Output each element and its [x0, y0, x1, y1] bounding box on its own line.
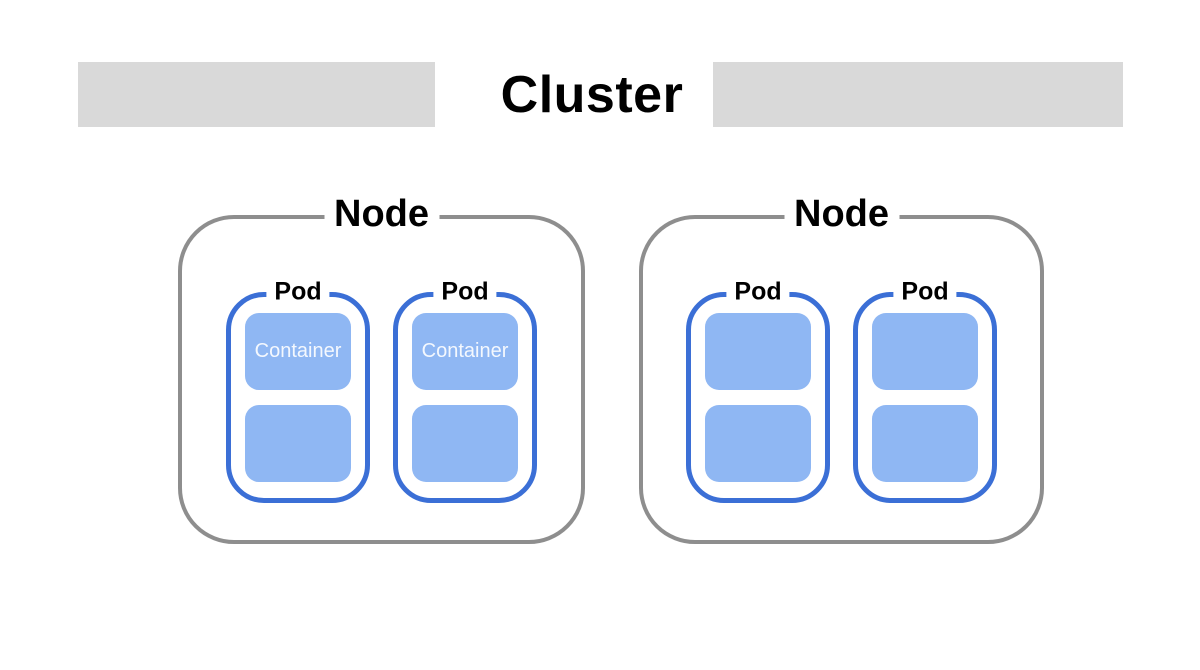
container-label: Container [254, 340, 342, 362]
pods-row: Pod Pod [643, 219, 1040, 540]
container-box [245, 405, 351, 482]
container-box [705, 313, 811, 390]
node-label: Node [324, 194, 439, 235]
title-bar-right [713, 62, 1123, 127]
pod-box: Pod [853, 278, 997, 503]
pod-box: Pod [686, 278, 830, 503]
container-box [872, 313, 978, 390]
container-box: Container [412, 313, 518, 390]
container-box: Container [245, 313, 351, 390]
pod-label: Pod [726, 278, 790, 306]
pod-label: Pod [893, 278, 957, 306]
node-label: Node [784, 194, 899, 235]
node-box-1: Node Pod Container Pod Container [178, 194, 585, 544]
cluster-title: Cluster [500, 65, 684, 124]
pods-row: Pod Container Pod Container [182, 219, 581, 540]
pod-box: Pod Container [226, 278, 370, 503]
container-box [412, 405, 518, 482]
container-box [705, 405, 811, 482]
node-box-2: Node Pod Pod [639, 194, 1044, 544]
container-label: Container [421, 340, 509, 362]
container-box [872, 405, 978, 482]
pod-label: Pod [266, 278, 330, 306]
pod-label: Pod [433, 278, 497, 306]
title-bar-left [78, 62, 435, 127]
pod-box: Pod Container [393, 278, 537, 503]
